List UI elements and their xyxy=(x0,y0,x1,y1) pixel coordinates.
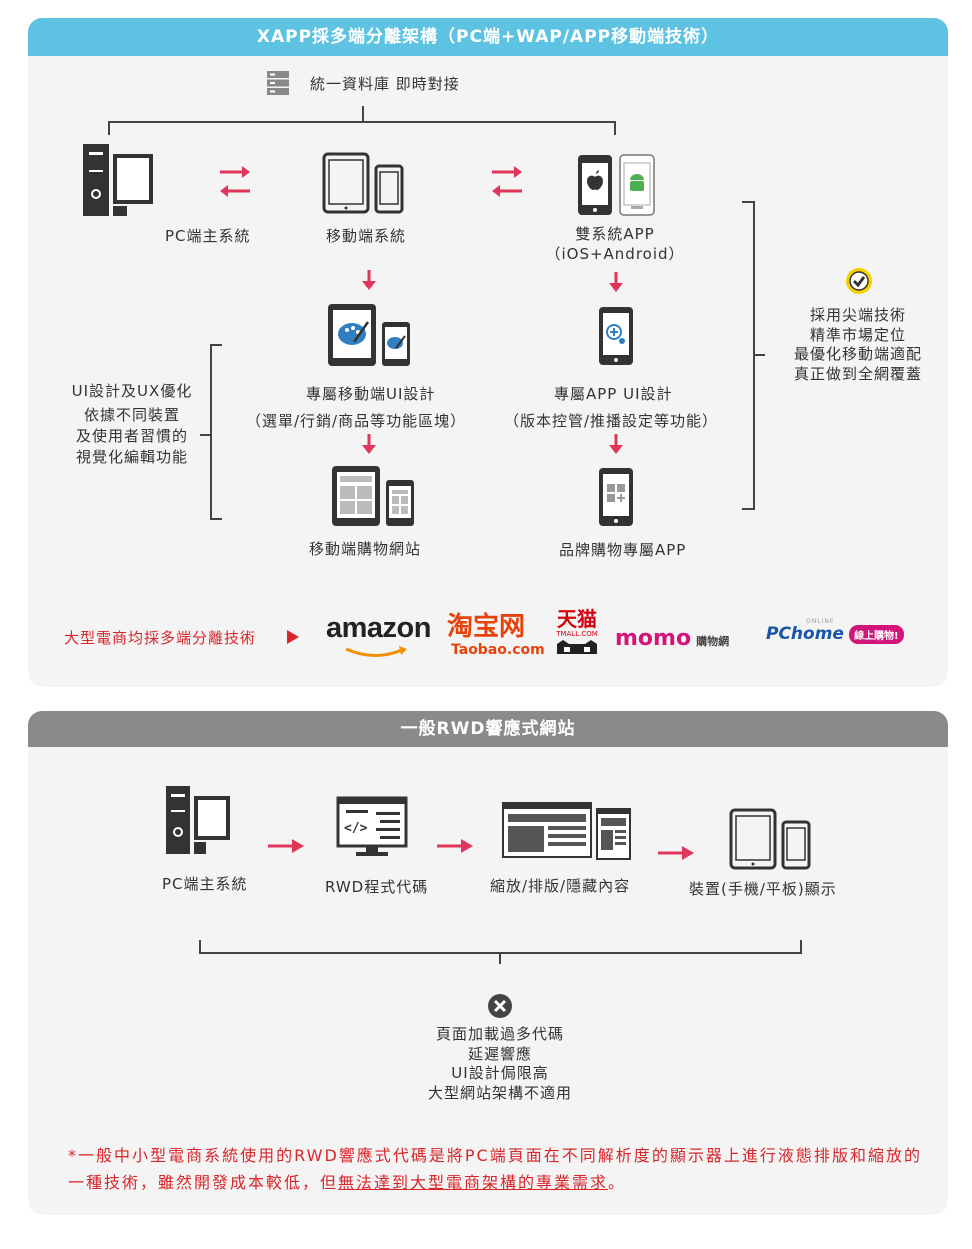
momo-logo[interactable]: momo 購物網 xyxy=(615,626,729,651)
app-ui-design-icon xyxy=(597,305,635,371)
right-note-line: 真正做到全網覆蓋 xyxy=(793,364,922,383)
pchome-logo[interactable]: ONLINE PChome 線上購物! xyxy=(766,618,904,644)
right-arrow-icon xyxy=(268,838,304,857)
right-note: 採用尖端技術 精準市場定位 最優化移動端適配 真正做到全網覆蓋 xyxy=(782,306,934,384)
rwd-pc-label: PC端主系統 xyxy=(162,875,248,893)
bottom-bracket-right xyxy=(800,940,802,954)
tablet-phone-icon xyxy=(729,808,813,874)
section1-banner: XAPP採多端分離架構（PC端+WAP/APP移動端技術） xyxy=(28,18,948,56)
dual-app-label-line: （iOS+Android） xyxy=(545,245,685,263)
scale-layout-label: 縮放/排版/隱藏內容 xyxy=(490,877,631,895)
left-bracket xyxy=(210,344,212,520)
left-note: UI設計及UX優化 依據不同裝置 及使用者習慣的 視覺化編輯功能 xyxy=(62,381,202,468)
app-ui-title: 專屬APP UI設計 xyxy=(554,385,673,403)
svg-text:</>: </> xyxy=(344,821,368,836)
left-note-line: 視覺化編輯功能 xyxy=(75,448,188,466)
left-bracket-bottom xyxy=(210,518,222,520)
left-note-line: 及使用者習慣的 xyxy=(75,427,188,445)
right-arrow-icon xyxy=(658,845,694,864)
mobile-system-label: 移動端系統 xyxy=(326,227,407,245)
mobile-shop-icon xyxy=(330,464,416,532)
rwd-cons-list: 頁面加載過多代碼 延遲響應 UI設計侷限高 大型網站架構不適用 xyxy=(400,1025,600,1103)
mobile-shop-label: 移動端購物網站 xyxy=(309,540,422,558)
play-arrow-icon xyxy=(287,629,299,648)
mobile-ui-subtitle: （選單/行銷/商品等功能區塊） xyxy=(246,412,467,430)
right-note-line: 精準市場定位 xyxy=(809,325,906,344)
database-icon xyxy=(266,70,290,96)
down-arrow-icon xyxy=(362,434,376,458)
bottom-bracket-left xyxy=(199,940,201,954)
pc-computer-icon xyxy=(166,786,232,860)
dual-app-label-line: 雙系統APP xyxy=(575,225,655,243)
bottom-bracket-tick xyxy=(499,954,501,964)
app-ui-subtitle: （版本控管/推播設定等功能） xyxy=(504,412,719,430)
section2-banner: 一般RWD響應式網站 xyxy=(28,711,948,747)
db-connector-horizontal xyxy=(108,121,616,123)
rwd-footnote: *一般中小型電商系統使用的RWD響應式代碼是將PC端頁面在不同解析度的顯示器上進… xyxy=(68,1142,922,1196)
pchome-logo-badge: 線上購物! xyxy=(849,625,904,644)
down-arrow-icon xyxy=(609,272,623,296)
right-note-line: 採用尖端技術 xyxy=(809,306,906,324)
db-connector-vertical xyxy=(362,106,364,122)
momo-logo-suffix: 購物網 xyxy=(696,635,730,648)
rwd-code-label: RWD程式代碼 xyxy=(325,878,429,896)
taobao-logo[interactable]: 淘宝网 Taobao.com xyxy=(447,612,545,658)
down-arrow-icon xyxy=(609,434,623,458)
tmall-logo-cn: 天猫 xyxy=(557,607,597,631)
db-connector-right xyxy=(614,121,616,135)
rwd-cons-item: UI設計侷限高 xyxy=(451,1064,549,1082)
footnote-end: 。 xyxy=(608,1173,627,1192)
right-arrow-icon xyxy=(437,838,473,857)
code-monitor-icon: </> xyxy=(336,796,408,862)
tablet-phone-icon xyxy=(322,152,406,220)
sync-arrows-icon xyxy=(218,164,252,204)
left-note-line: UI設計及UX優化 xyxy=(71,382,193,400)
mobile-ui-design-icon xyxy=(326,302,414,372)
right-note-line: 最優化移動端適配 xyxy=(793,345,922,363)
pc-system-label: PC端主系統 xyxy=(165,227,251,245)
down-arrow-icon xyxy=(362,270,376,294)
rwd-cons-item: 頁面加載過多代碼 xyxy=(435,1025,564,1043)
dual-app-label: 雙系統APP （iOS+Android） xyxy=(540,224,690,264)
pchome-logo-text: PChome xyxy=(766,624,844,644)
taobao-logo-en: Taobao.com xyxy=(451,642,545,658)
brand-app-icon xyxy=(597,466,635,532)
right-bracket-top xyxy=(742,201,755,203)
right-bracket-tick xyxy=(755,354,765,356)
close-icon xyxy=(487,993,513,1023)
footnote-text: *一般中小型電商系統使用的RWD響應式代碼是將PC端頁面在不同解析度的顯示器上進… xyxy=(68,1146,922,1192)
bottom-bracket-horizontal xyxy=(199,952,802,954)
pc-computer-icon xyxy=(83,144,155,222)
check-icon xyxy=(845,267,873,299)
brand-app-label: 品牌購物專屬APP xyxy=(559,541,687,559)
ios-android-phones-icon xyxy=(576,153,658,221)
rwd-cons-item: 大型網站架構不適用 xyxy=(427,1083,572,1102)
db-connector-left xyxy=(108,121,110,135)
right-bracket-bottom xyxy=(742,508,755,510)
momo-logo-text: momo xyxy=(615,626,692,651)
left-note-line: 依據不同裝置 xyxy=(83,406,180,424)
rwd-cons-item: 延遲響應 xyxy=(467,1044,532,1063)
right-bracket xyxy=(753,201,755,510)
taobao-logo-cn: 淘宝网 xyxy=(447,612,526,642)
left-bracket-top xyxy=(210,344,222,346)
amazon-logo-text: amazon xyxy=(326,612,431,644)
tmall-logo[interactable]: 天猫 TMALL.COM xyxy=(554,608,600,658)
database-label: 統一資料庫 即時對接 xyxy=(310,75,460,93)
device-display-label: 裝置(手機/平板)顯示 xyxy=(689,880,837,898)
left-bracket-tick xyxy=(200,434,210,436)
footnote-emphasis: 無法達到大型電商架構的專業需求 xyxy=(338,1173,609,1192)
mobile-ui-title: 專屬移動端UI設計 xyxy=(306,385,436,403)
layout-pages-icon xyxy=(502,802,632,866)
tmall-logo-en: TMALL.COM xyxy=(556,630,598,638)
ecommerce-label: 大型電商均採多端分離技術 xyxy=(64,629,257,647)
amazon-logo[interactable]: amazon xyxy=(326,612,431,657)
tmall-cat-icon xyxy=(557,640,597,654)
pchome-logo-online: ONLINE xyxy=(806,618,835,625)
sync-arrows-icon xyxy=(490,164,524,204)
multi-end-panel: XAPP採多端分離架構（PC端+WAP/APP移動端技術） xyxy=(28,18,948,687)
